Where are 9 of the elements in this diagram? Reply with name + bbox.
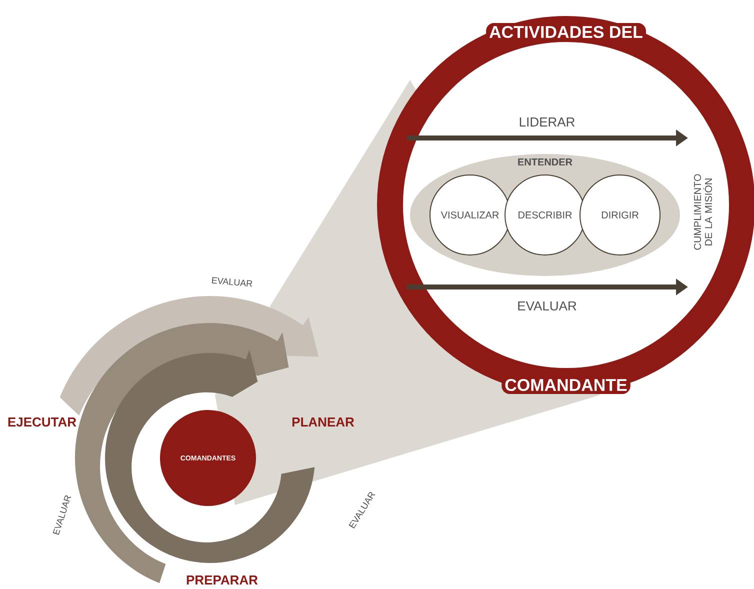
label: PREPARAR xyxy=(186,576,258,584)
label: EVALUAR xyxy=(212,277,252,287)
label: PLANEAR xyxy=(292,418,354,426)
rotated-text: CUMPLIMIENTO DE LA MISIÓN xyxy=(694,174,712,250)
label: EVALUAR xyxy=(518,301,576,311)
node-label: COMANDANTE xyxy=(505,378,627,392)
label: LIDERAR xyxy=(520,118,575,126)
label: EJECUTAR xyxy=(8,417,76,427)
node-label: ACTIVIDADES DEL xyxy=(489,26,642,38)
